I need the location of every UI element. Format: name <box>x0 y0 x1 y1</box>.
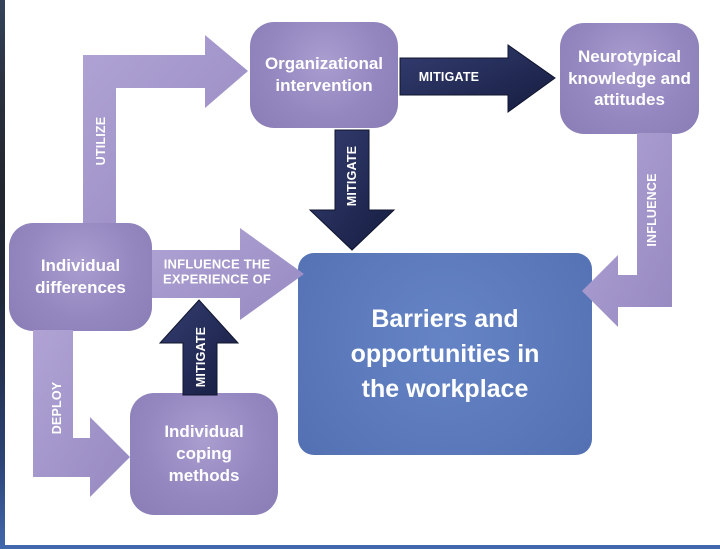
mitigate-top-label: MITIGATE <box>418 70 480 84</box>
mitigate-center-arrow <box>308 129 396 251</box>
deploy-arrow <box>33 330 130 497</box>
node-neurotypical-knowledge: Neurotypical knowledge and attitudes <box>560 23 699 134</box>
node-individual-differences: Individual differences <box>9 223 152 331</box>
bottom-frame-band <box>0 545 720 549</box>
node-organizational-intervention: Organizational intervention <box>250 22 398 128</box>
deploy-label: DEPLOY <box>50 381 64 435</box>
influence-experience-label: INFLUENCE THE EXPERIENCE OF <box>162 256 272 286</box>
mitigate-top-arrow <box>399 44 556 113</box>
influence-label: INFLUENCE <box>645 173 659 247</box>
mitigate-up-arrow <box>158 299 240 396</box>
utilize-label: UTILIZE <box>94 116 108 166</box>
node-individual-coping-methods: Individual coping methods <box>130 393 278 515</box>
mitigate-center-label: MITIGATE <box>345 145 359 207</box>
influence-experience-arrow <box>152 228 304 320</box>
left-frame-band <box>0 0 5 549</box>
mitigate-up-label: MITIGATE <box>194 326 208 388</box>
node-barriers-opportunities: Barriers and opportunities in the workpl… <box>298 253 592 455</box>
influence-arrow <box>582 133 672 327</box>
utilize-arrow <box>83 35 248 223</box>
